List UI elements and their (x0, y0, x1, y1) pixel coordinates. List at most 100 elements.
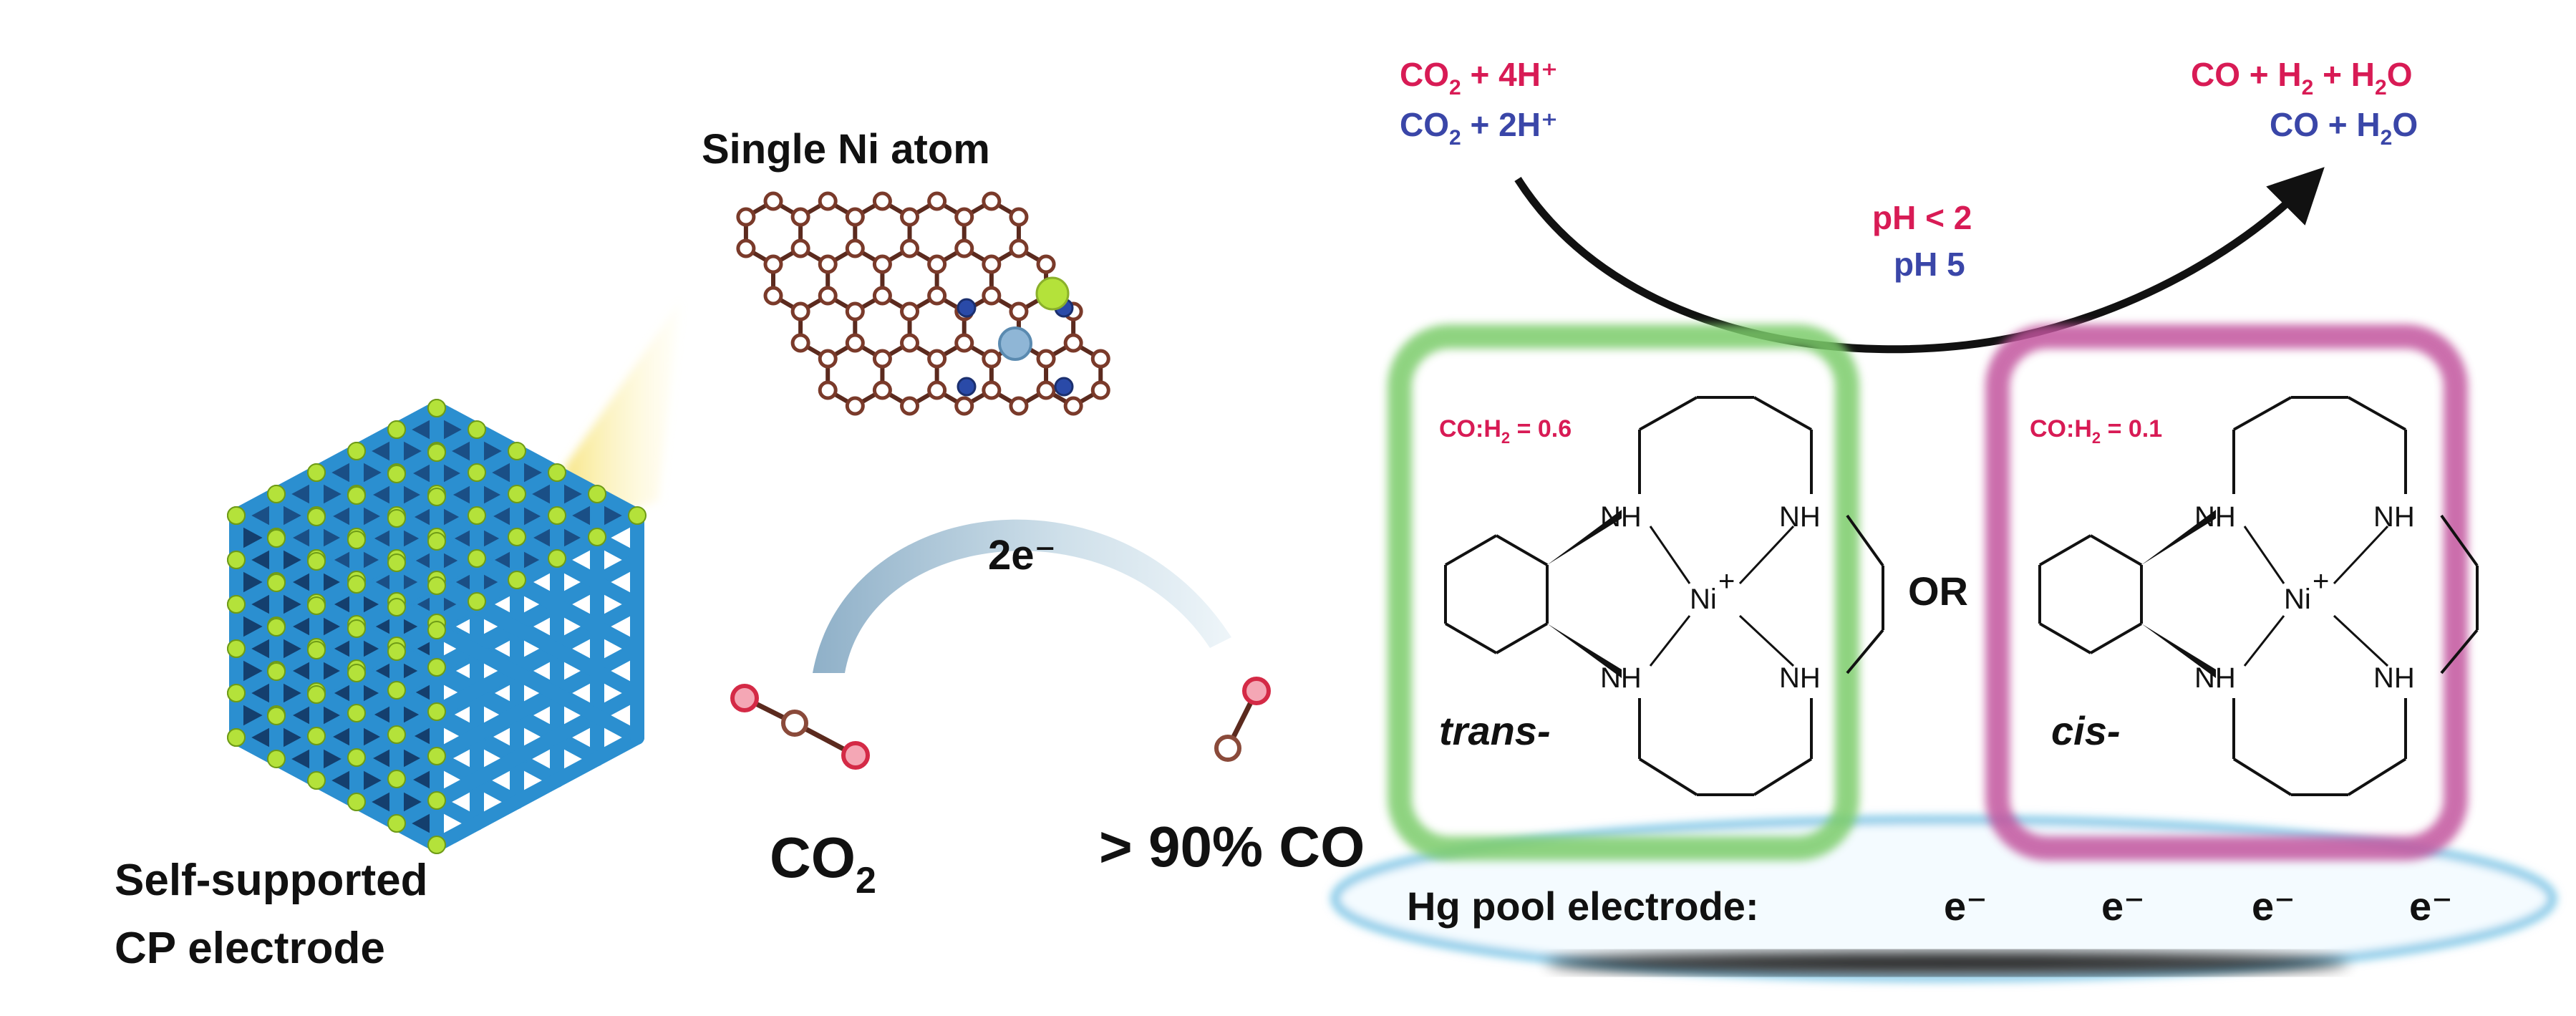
cube-strut (430, 730, 644, 852)
cube-node (347, 575, 366, 594)
or-label: OR (1908, 569, 1968, 614)
single-ni-label: Single Ni atom (702, 126, 990, 173)
bond-line (1638, 758, 1698, 796)
bond-line (1738, 614, 1795, 667)
trans-ratio-label: CO:H2 = 0.6 (1439, 415, 1572, 447)
carbon-atom (927, 286, 947, 306)
cube-node (307, 685, 326, 704)
cube-node (227, 728, 246, 747)
cube-node (227, 684, 246, 702)
bond-line (2038, 534, 2091, 566)
cube-node (468, 420, 486, 439)
cube-node (267, 618, 286, 637)
cube-node (227, 551, 246, 569)
carbon-atom (982, 286, 1002, 306)
adsorbed-atom (1035, 276, 1070, 311)
carbon-atom (1036, 349, 1056, 369)
cube-node (227, 506, 246, 525)
cube-node (588, 485, 606, 503)
cube-node (548, 549, 566, 568)
bond-line (2233, 396, 2292, 431)
cube-node (267, 707, 286, 725)
cube-node (427, 621, 446, 639)
cube-node (387, 725, 406, 744)
hg-pool-shadow (1546, 952, 2348, 974)
bond-line (2243, 526, 2285, 584)
carbon-atom (872, 191, 892, 211)
carbon-atom (872, 286, 892, 306)
cube-node (548, 463, 566, 482)
nh-label: NH (2194, 501, 2236, 533)
carbon-atom (872, 380, 892, 400)
cube-node (427, 488, 446, 506)
cube-node (267, 574, 286, 592)
carbon-atom (763, 286, 783, 306)
bond-line (2232, 758, 2292, 796)
carbon-atom (900, 396, 920, 416)
cube-node (427, 443, 446, 462)
cube-node (387, 420, 406, 439)
electron-3: e⁻ (2252, 884, 2295, 929)
carbon-atom (900, 238, 920, 258)
ni-charge: + (2313, 566, 2329, 597)
electron-1: e⁻ (1944, 884, 1987, 929)
carbon-atom (900, 333, 920, 353)
cube-node (387, 598, 406, 616)
reactant-acidic: CO2 + 4H⁺ (1400, 56, 1558, 100)
cube-node (468, 463, 486, 482)
bond-line (1639, 396, 1698, 431)
bond-line (1753, 758, 1813, 796)
cube-node (427, 576, 446, 595)
electron-2: e⁻ (2101, 884, 2145, 929)
cube-node (387, 553, 406, 572)
reactant-mild: CO2 + 2H⁺ (1400, 106, 1558, 150)
co2-molecule-icon (730, 684, 870, 770)
bond-line (1649, 615, 1691, 667)
carbon-atom (900, 207, 920, 227)
hg-electrode-label: Hg pool electrode: (1407, 884, 1759, 929)
carbon-atom (790, 301, 810, 321)
bond-line (1846, 629, 1884, 674)
carbon-atom (845, 238, 865, 258)
carbon-atom (818, 286, 838, 306)
nitrogen-atom (957, 298, 977, 318)
cube-node (267, 529, 286, 548)
bond-line (2347, 758, 2407, 796)
cube-node (347, 442, 366, 460)
cube-node (628, 506, 647, 525)
carbon-atom (1036, 380, 1056, 400)
cube-node (427, 658, 446, 677)
nh-label: NH (1600, 662, 1642, 694)
cube-node (347, 531, 366, 549)
product-acidic: CO + H2 + H2O (2191, 56, 2412, 100)
electron-4: e⁻ (2409, 884, 2453, 929)
cube-node (508, 571, 526, 589)
carbon-atom (927, 380, 947, 400)
cube-node (387, 642, 406, 661)
carbon-atom (927, 191, 947, 211)
cube-node (387, 465, 406, 483)
cube-node (267, 662, 286, 681)
left-panel: Single Ni atom 2e⁻ CO2 > 90% CO Self-sup… (115, 126, 1365, 973)
carbon-atom (954, 238, 974, 258)
cube-node (307, 552, 326, 571)
bond-line (1753, 396, 1812, 431)
cube-node (427, 532, 446, 551)
wedge-bond (1547, 510, 1622, 565)
cube-node (548, 506, 566, 525)
cis-isomer-box (1985, 324, 2468, 861)
bond-line (2038, 622, 2091, 654)
carbon-atom (982, 191, 1002, 211)
cube-node (468, 592, 486, 611)
carbon-atom (1063, 396, 1083, 416)
cis-ratio-label: CO:H2 = 0.1 (2030, 415, 2162, 447)
carbon-atom (1036, 254, 1056, 274)
bond-line (1444, 622, 1498, 654)
cube-node (427, 399, 446, 417)
nh-label: NH (1779, 662, 1821, 694)
ni-atom (998, 326, 1032, 361)
cube-node (347, 793, 366, 811)
carbon-atom (1009, 207, 1029, 227)
